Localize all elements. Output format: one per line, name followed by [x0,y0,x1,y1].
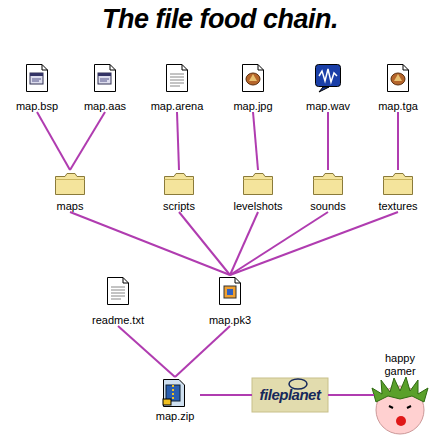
connector-line [37,112,70,170]
file-node: map.arena [147,64,207,112]
folder-node: sounds [296,170,360,212]
connector-line [328,112,329,170]
node-label: map.bsp [0,100,77,112]
node-label: scripts [137,200,221,212]
folder-node: textures [366,170,430,212]
connector-line [200,395,252,396]
connector-line [328,395,374,396]
node-label: happy gamer [380,352,420,378]
file-node: map.aas [75,64,135,112]
node-label: map.arena [137,100,217,112]
node-label: maps [28,200,112,212]
folder-node: maps [38,170,102,212]
connector-line [70,212,230,275]
node-label: textures [356,200,440,212]
node-label: fileplanet [242,387,338,403]
node-label: map.zip [140,410,210,422]
node-label: map.pk3 [188,314,272,326]
archive-node: map.pk3 [198,275,262,326]
connector-line [253,112,258,170]
node-label: map.aas [65,100,145,112]
file-node: map.wav [298,64,358,112]
node-label: readme.txt [76,314,160,326]
folder-node: levelshots [226,170,290,212]
file-icons [27,65,409,93]
file-node: map.tga [368,64,428,112]
node-label: sounds [286,200,370,212]
node-label: map.wav [288,100,368,112]
connector-line [70,112,105,170]
connector-line [179,212,230,275]
connector-line [118,326,175,377]
archive-node: map.zip [150,377,200,422]
file-node: readme.txt [86,275,150,326]
folder-icons [56,174,413,195]
connector-line [175,326,230,377]
connector-line [230,212,398,275]
folder-node: scripts [147,170,211,212]
archive-icons [108,278,241,407]
gamer-node: happy gamer [374,352,426,436]
connector-line [398,112,399,170]
site-logo: fileplanet [252,378,328,412]
connector-line [177,112,179,170]
diagram-title: The file food chain. [0,4,440,35]
gamer-face [372,377,428,434]
file-node: map.bsp [7,64,67,112]
node-label: map.jpg [213,100,293,112]
node-label: levelshots [216,200,300,212]
file-node: map.jpg [223,64,283,112]
node-label: map.tga [358,100,438,112]
